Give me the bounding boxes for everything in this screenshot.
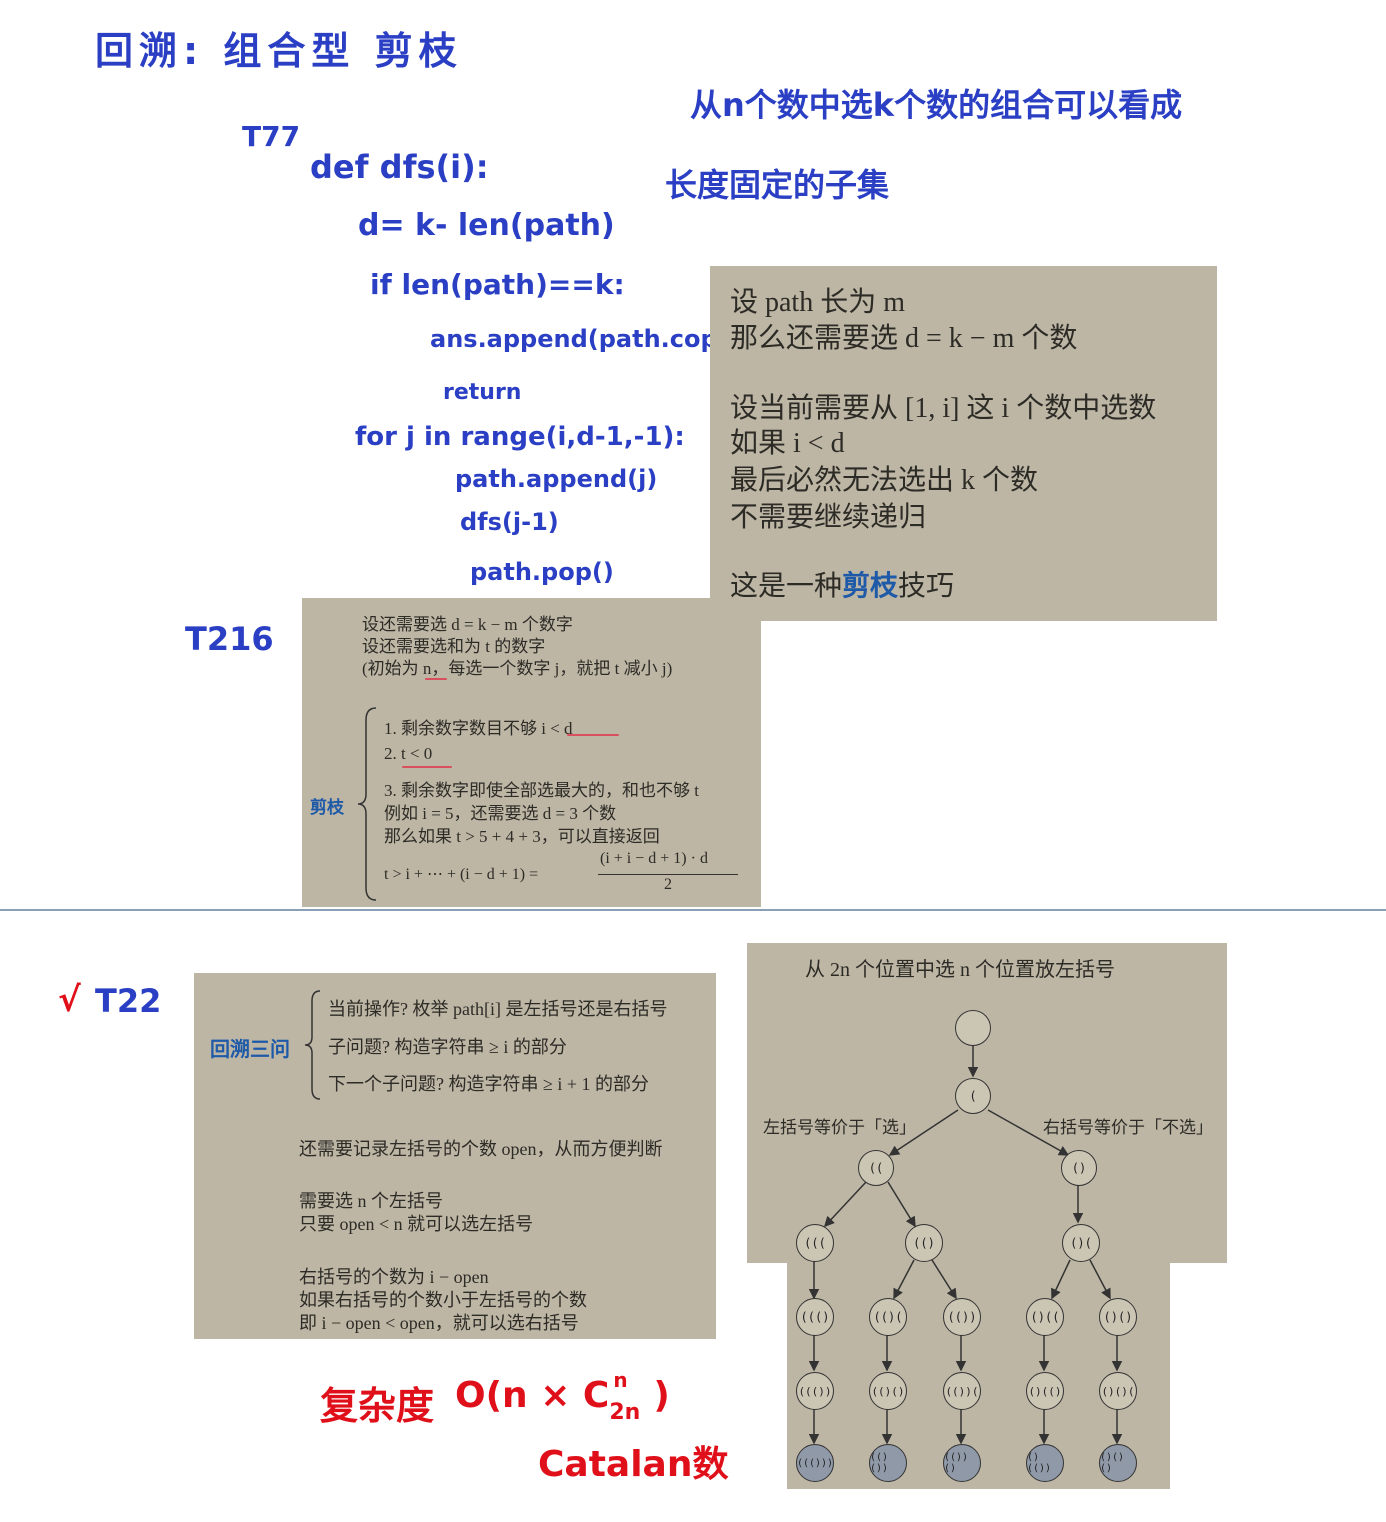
tree-node: ()( bbox=[1062, 1224, 1100, 1262]
para: 即 i − open < open，就可以选右括号 bbox=[299, 1313, 579, 1333]
tree-node: (( bbox=[858, 1150, 894, 1186]
slide-line: 设还需要选 d = k − m 个数字 bbox=[362, 615, 573, 634]
tree-node: (()() bbox=[869, 1372, 907, 1410]
slide-line: 不需要继续递归 bbox=[730, 502, 927, 533]
tree-node: () bbox=[1061, 1150, 1097, 1186]
t77-label: T77 bbox=[242, 120, 301, 153]
code-line: path.append(j) bbox=[455, 465, 658, 493]
tree-leaf: (())() bbox=[943, 1444, 981, 1482]
section-divider bbox=[0, 909, 1386, 911]
prune-item: 3. 剩余数字即使全部选最大的，和也不够 t bbox=[384, 781, 699, 800]
title-note: 回溯: 组合型 剪枝 bbox=[95, 29, 463, 73]
tree-leaf: ()()() bbox=[1099, 1444, 1137, 1482]
check-mark: √ bbox=[58, 980, 81, 1020]
tree-node: (())( bbox=[943, 1372, 981, 1410]
slide-line: 设当前需要从 [1, i] 这 i 个数中选数 bbox=[730, 393, 1157, 424]
slide-pruning-intro: 设 path 长为 m 那么还需要选 d = k − m 个数 设当前需要从 [… bbox=[710, 266, 1217, 621]
para: 需要选 n 个左括号 bbox=[299, 1191, 443, 1211]
prune-item: 例如 i = 5，还需要选 d = 3 个数 bbox=[384, 804, 617, 823]
question: 当前操作? 枚举 path[i] 是左括号还是右括号 bbox=[328, 999, 668, 1019]
tree-title: 从 2n 个位置中选 n 个位置放左括号 bbox=[805, 959, 1115, 981]
para: 只要 open < n 就可以选左括号 bbox=[299, 1214, 534, 1234]
tree-node: ((( bbox=[796, 1224, 834, 1262]
complexity-close: ) bbox=[653, 1375, 670, 1416]
slide-tip: 这是一种剪枝技巧 bbox=[730, 564, 954, 604]
code-line: def dfs(i): bbox=[310, 148, 489, 186]
side-label: 剪枝 bbox=[310, 798, 344, 817]
tip-prefix: 这是一种 bbox=[730, 571, 843, 602]
prune-item: 那么如果 t > 5 + 4 + 3，可以直接返回 bbox=[384, 827, 660, 846]
tree-node: (() bbox=[905, 1224, 943, 1262]
para: 如果右括号的个数小于左括号的个数 bbox=[299, 1290, 587, 1310]
slide-line: 设还需要选和为 t 的数字 bbox=[362, 637, 546, 656]
code-line: dfs(j-1) bbox=[460, 508, 559, 536]
tip-suffix: 技巧 bbox=[898, 571, 955, 602]
complexity-label: 复杂度 bbox=[320, 1384, 435, 1428]
slide-line: 设 path 长为 m bbox=[730, 287, 905, 318]
tree-right-label: 右括号等价于「不选」 bbox=[1043, 1118, 1213, 1137]
prune-item: 2. t < 0 bbox=[384, 744, 433, 763]
brace bbox=[357, 707, 377, 901]
t77-side-note-2: 长度固定的子集 bbox=[665, 166, 890, 204]
slide-line: 最后必然无法选出 k 个数 bbox=[730, 465, 1039, 496]
question: 下一个子问题? 构造字符串 ≥ i + 1 的部分 bbox=[328, 1074, 650, 1094]
tree-left-label: 左括号等价于「选」 bbox=[763, 1118, 916, 1137]
tree-node: ( bbox=[955, 1078, 991, 1114]
tree-leaf: ((())) bbox=[796, 1444, 834, 1482]
tree-node: (()( bbox=[869, 1298, 907, 1336]
tip-bold: 剪枝 bbox=[842, 570, 899, 601]
code-line: if len(path)==k: bbox=[370, 268, 625, 301]
tree-leaf: (()()) bbox=[869, 1444, 907, 1482]
prune-item: 1. 剩余数字数目不够 i < d bbox=[384, 719, 573, 738]
para: 右括号的个数为 i − open bbox=[299, 1267, 489, 1287]
tree-node: ()()( bbox=[1099, 1372, 1137, 1410]
slide-line: 如果 i < d bbox=[730, 428, 845, 459]
t77-side-note-1: 从n个数中选k个数的组合可以看成 bbox=[690, 86, 1183, 124]
tree-node-root bbox=[955, 1010, 991, 1046]
code-line: d= k- len(path) bbox=[358, 208, 615, 243]
code-line: for j in range(i,d-1,-1): bbox=[355, 422, 685, 452]
side-label: 回溯三问 bbox=[210, 1039, 290, 1061]
t216-label: T216 bbox=[185, 620, 274, 658]
formula-denominator: 2 bbox=[664, 876, 672, 893]
tree-node: (()) bbox=[943, 1298, 981, 1336]
tree-leaf: ()(()) bbox=[1026, 1444, 1064, 1482]
complexity-sub: 2n bbox=[609, 1400, 641, 1425]
code-line: return bbox=[443, 380, 522, 405]
tree-node: ()(( bbox=[1026, 1298, 1064, 1336]
red-underline bbox=[402, 766, 452, 768]
catalan-note: Catalan数 bbox=[538, 1444, 729, 1485]
tree-slide-bottom bbox=[787, 1209, 1170, 1489]
t22-label: T22 bbox=[95, 982, 162, 1020]
para: 还需要记录左括号的个数 open，从而方便判断 bbox=[299, 1139, 663, 1159]
tree-node: ()(() bbox=[1026, 1372, 1064, 1410]
tree-node: ((()) bbox=[796, 1372, 834, 1410]
complexity-sup: n bbox=[613, 1368, 628, 1392]
question: 子问题? 构造字符串 ≥ i 的部分 bbox=[328, 1037, 567, 1057]
formula-numerator: (i + i − d + 1) · d bbox=[600, 850, 708, 867]
fraction-bar bbox=[598, 874, 738, 875]
tree-node: ()() bbox=[1099, 1298, 1137, 1336]
red-underline bbox=[425, 678, 447, 680]
complexity-main: O(n × C bbox=[455, 1375, 610, 1416]
tree-node: ((() bbox=[796, 1298, 834, 1336]
slide-line: (初始为 n，每选一个数字 j，就把 t 减小 j) bbox=[362, 659, 673, 678]
formula-left: t > i + ⋯ + (i − d + 1) = bbox=[384, 866, 539, 883]
slide-t22-backtrack: 回溯三问 当前操作? 枚举 path[i] 是左括号还是右括号 子问题? 构造字… bbox=[194, 973, 716, 1339]
slide-t216-pruning: 设还需要选 d = k − m 个数字 设还需要选和为 t 的数字 (初始为 n… bbox=[302, 598, 761, 907]
red-underline bbox=[567, 734, 619, 736]
code-line: path.pop() bbox=[470, 558, 614, 586]
brace bbox=[304, 990, 321, 1100]
slide-line: 那么还需要选 d = k − m 个数 bbox=[730, 323, 1078, 354]
